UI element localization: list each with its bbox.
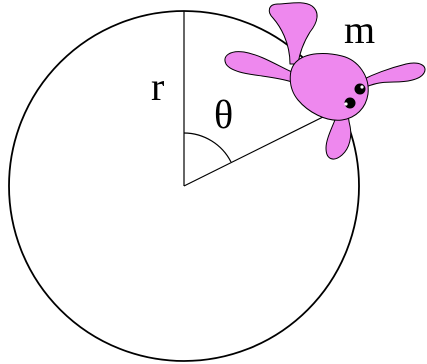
angle-arc [183, 132, 232, 163]
bunny-eye-bottom [344, 97, 356, 109]
bunny-eye-top-highlight [360, 85, 364, 89]
bunny-upper-ear [268, 2, 318, 65]
mass-radius-line [183, 111, 334, 187]
bunny-eye-bottom-highlight [344, 102, 348, 106]
bunny-right-ear [361, 62, 426, 89]
bunny-eyes [344, 83, 366, 109]
bunny-eye-top [354, 83, 366, 95]
radius-label: r [151, 64, 164, 109]
mass-label: m [344, 7, 375, 52]
angle-label: θ [214, 92, 233, 137]
bunny-left-ear [224, 51, 293, 83]
